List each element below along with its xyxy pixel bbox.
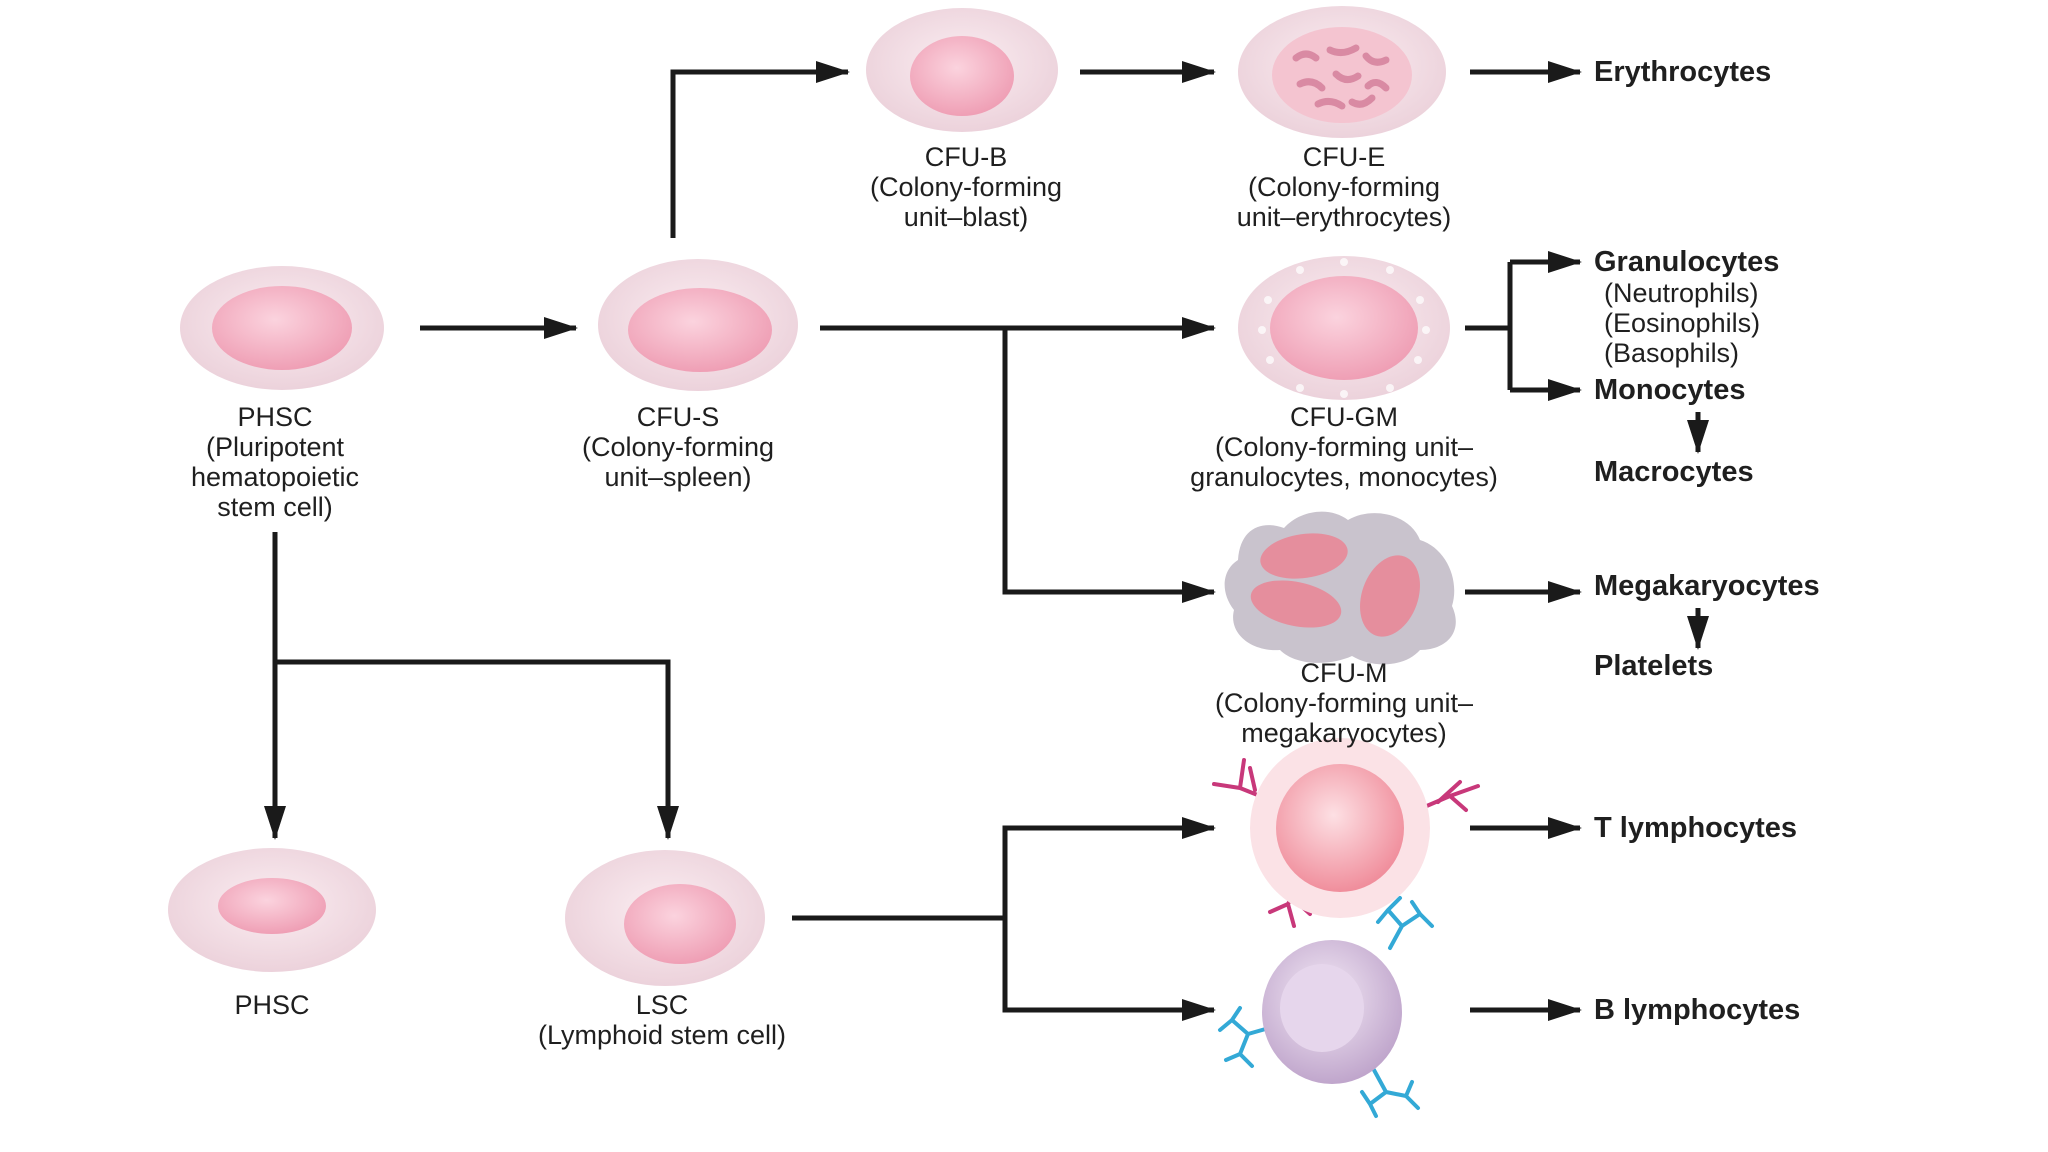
output-platelets: Platelets [1594, 650, 1714, 682]
label-cfu-s-desc-2: unit–spleen) [604, 462, 752, 492]
arrow-lsc-to-t-cell [1002, 817, 1216, 918]
label-phsc-bottom-name: PHSC [234, 990, 310, 1020]
label-cfu-gm: CFU-GM (Colony-forming unit– granulocyte… [1104, 402, 1584, 492]
arrow-cfu-s-to-cfu-m [1002, 328, 1216, 603]
output-granulocytes: Granulocytes [1594, 246, 1780, 278]
cell-cfu-gm [1238, 256, 1450, 400]
label-cfu-b-name: CFU-B [924, 142, 1008, 172]
cell-b-lymphocyte [1218, 896, 1434, 1118]
label-cfu-s-desc-1: (Colony-forming [581, 432, 775, 462]
label-cfu-m: CFU-M (Colony-forming unit– megakaryocyt… [1124, 658, 1564, 748]
label-phsc-top-desc-1: (Pluripotent [205, 432, 345, 462]
label-cfu-e: CFU-E (Colony-forming unit–erythrocytes) [1164, 142, 1524, 232]
granulocyte-type-eosinophils: (Eosinophils) [1604, 308, 1761, 338]
label-cfu-gm-name: CFU-GM [1290, 402, 1398, 432]
label-cfu-e-name: CFU-E [1302, 142, 1386, 172]
label-phsc-top: PHSC (Pluripotent hematopoietic stem cel… [140, 402, 410, 522]
label-cfu-gm-desc-2: granulocytes, monocytes) [1190, 462, 1498, 492]
label-lsc: LSC (Lymphoid stem cell) [472, 990, 852, 1050]
label-phsc-top-desc-3: stem cell) [217, 492, 333, 522]
cell-cfu-e [1238, 6, 1446, 138]
granulocyte-type-basophils: (Basophils) [1604, 338, 1740, 368]
label-phsc-bottom: PHSC [172, 990, 372, 1020]
label-cfu-e-desc-1: (Colony-forming [1247, 172, 1441, 202]
label-cfu-gm-desc-1: (Colony-forming unit– [1214, 432, 1474, 462]
label-cfu-m-desc-2: megakaryocytes) [1241, 718, 1447, 748]
output-monocytes: Monocytes [1594, 374, 1746, 406]
label-phsc-top-name: PHSC [237, 402, 313, 432]
output-macrocytes: Macrocytes [1594, 456, 1754, 488]
cell-phsc-bottom [168, 848, 376, 972]
arrow-phsc-to-lsc [275, 659, 679, 840]
label-lsc-name: LSC [635, 990, 689, 1020]
cell-cfu-m [1224, 511, 1456, 665]
cell-t-lymphocyte [1212, 738, 1480, 928]
cell-phsc-top [180, 266, 384, 390]
label-cfu-m-name: CFU-M [1300, 658, 1388, 688]
label-cfu-b-desc-1: (Colony-forming [869, 172, 1063, 202]
output-erythrocytes: Erythrocytes [1594, 56, 1772, 88]
arrow-cfu-s-to-cfu-b [670, 61, 850, 238]
granulocyte-type-neutrophils: (Neutrophils) [1604, 278, 1759, 308]
output-megakaryocytes: Megakaryocytes [1594, 570, 1820, 602]
label-cfu-b-desc-2: unit–blast) [903, 202, 1029, 232]
label-lsc-desc-1: (Lymphoid stem cell) [537, 1020, 787, 1050]
cell-cfu-s [598, 259, 798, 391]
cell-cfu-b [866, 8, 1058, 132]
label-cfu-e-desc-2: unit–erythrocytes) [1236, 202, 1452, 232]
label-cfu-m-desc-1: (Colony-forming unit– [1214, 688, 1474, 718]
cell-lsc [565, 850, 765, 986]
label-phsc-top-desc-2: hematopoietic [190, 462, 360, 492]
connectors [264, 61, 1709, 1021]
output-b-lymphocytes: B lymphocytes [1594, 994, 1801, 1026]
label-cfu-s-name: CFU-S [636, 402, 720, 432]
arrow-lsc-to-b-cell [1002, 918, 1216, 1021]
output-t-lymphocytes: T lymphocytes [1594, 812, 1798, 844]
label-cfu-b: CFU-B (Colony-forming unit–blast) [806, 142, 1126, 232]
label-cfu-s: CFU-S (Colony-forming unit–spleen) [518, 402, 838, 492]
